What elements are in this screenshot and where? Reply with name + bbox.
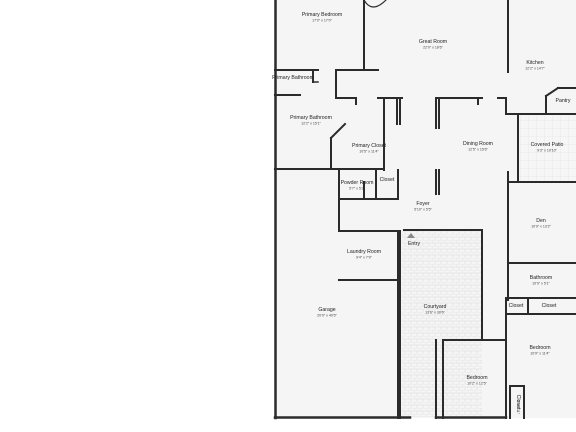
- room-dimensions: 9'3" x 10'10": [537, 149, 557, 153]
- room-dimensions: 9'4" x 7'9": [356, 256, 372, 260]
- room-name: Bedroom: [466, 375, 487, 381]
- room-name: Powder Room: [341, 180, 374, 186]
- room-name: Kitchen: [526, 60, 543, 66]
- room-dimensions: 12'5" x 15'6": [468, 148, 488, 152]
- room-name: Closet: [542, 303, 557, 309]
- room-dimensions: 5'7" x 5'2": [349, 187, 365, 191]
- room-name: Foyer: [416, 201, 430, 207]
- room-dimensions: 12'2" x 14'7": [525, 67, 545, 71]
- walls: [273, 0, 576, 420]
- room-name: Primary Bathroom: [290, 115, 332, 121]
- room-dimensions: 2' x 4'11": [516, 400, 520, 415]
- room-name: Closet: [515, 395, 521, 410]
- room-dimensions: 22'0" x 18'6": [423, 46, 443, 50]
- room-name: Primary Bedroom: [302, 12, 342, 18]
- room-dimensions: 10'9" x 11'4": [530, 352, 550, 356]
- room-dimensions: 13'6" x 30'6": [425, 311, 445, 315]
- room-dimensions: 5'10" x 5'5": [414, 208, 432, 212]
- room-name: Entry: [408, 241, 421, 247]
- room-dimensions: 10'2" x 12'5": [467, 382, 487, 386]
- room-name: Laundry Room: [347, 249, 381, 255]
- room-name: Closet: [380, 177, 395, 183]
- room-name: Closet: [509, 303, 524, 309]
- room-dimensions: 10'5" x 11'4": [359, 150, 379, 154]
- room-dimensions: 20'9" x 40'5": [317, 314, 337, 318]
- room-dimensions: 12'2" x 15'1": [301, 122, 321, 126]
- room-dimensions: 17'0" x 17'0": [312, 19, 332, 23]
- room-name: Courtyard: [424, 304, 447, 310]
- room-name: Den: [536, 218, 546, 224]
- room-name: Bathroom: [530, 275, 553, 281]
- room-name: Pantry: [556, 98, 571, 104]
- room-name: Primary Closet: [352, 143, 387, 149]
- room-name: Bedroom: [529, 345, 550, 351]
- room-name: Garage: [318, 307, 335, 313]
- room-dimensions: 10'9" x 5'1": [532, 282, 550, 286]
- room-dimensions: 10'9" x 13'2": [531, 225, 551, 229]
- room-name: Dining Room: [463, 141, 493, 147]
- room-name: Covered Patio: [531, 142, 564, 148]
- room-name: Great Room: [419, 39, 447, 45]
- room-name: Primary Bathroom: [272, 75, 314, 81]
- patio-floor: [519, 116, 576, 182]
